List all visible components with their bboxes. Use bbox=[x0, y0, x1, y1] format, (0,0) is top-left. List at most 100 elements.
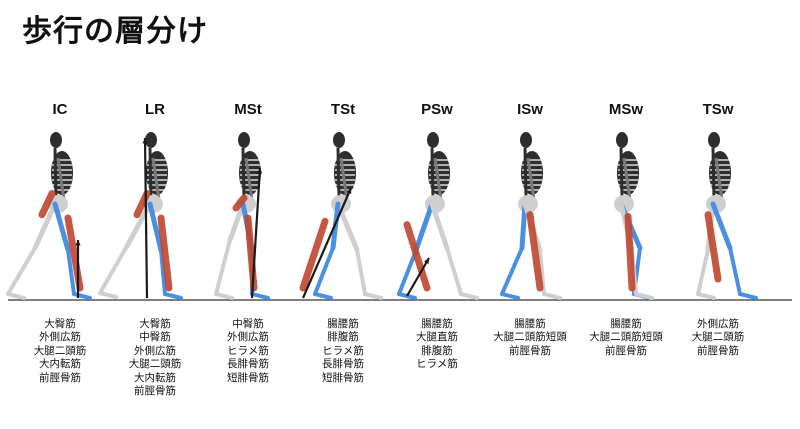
muscle-name: 前脛骨筋 bbox=[10, 372, 110, 385]
spine bbox=[432, 148, 433, 198]
skeleton-figure-isw bbox=[502, 132, 560, 298]
phase-label-psw: PSw bbox=[397, 101, 477, 118]
muscle-name: 短腓骨筋 bbox=[293, 372, 393, 385]
spine bbox=[150, 148, 151, 198]
back-foot bbox=[698, 294, 714, 298]
muscle-list-ic: 大臀筋外側広筋大腿二頭筋大内転筋前脛骨筋 bbox=[10, 318, 110, 385]
skull bbox=[427, 132, 439, 148]
skull bbox=[616, 132, 628, 148]
front-shank bbox=[730, 248, 740, 294]
back-foot bbox=[216, 294, 232, 298]
skull bbox=[708, 132, 720, 148]
phase-label-tsw: TSw bbox=[678, 101, 758, 118]
back-shank bbox=[357, 250, 365, 294]
muscle-list-isw: 腸腰筋大腿二頭筋短頭前脛骨筋 bbox=[480, 318, 580, 358]
spine bbox=[713, 148, 714, 198]
back-shank bbox=[698, 250, 708, 294]
muscle-name: 外側広筋 bbox=[10, 331, 110, 344]
muscle-name: 大腿二頭筋 bbox=[10, 345, 110, 358]
back-foot bbox=[365, 294, 381, 298]
muscle-name: 腓腹筋 bbox=[293, 331, 393, 344]
back-shank bbox=[100, 246, 127, 293]
front-foot bbox=[544, 294, 560, 298]
front-foot bbox=[74, 294, 90, 298]
skeleton-figure-ic bbox=[8, 132, 90, 298]
front-shank bbox=[447, 248, 461, 294]
muscle-list-mst: 中臀筋外側広筋ヒラメ筋長腓骨筋短腓骨筋 bbox=[198, 318, 298, 385]
spine bbox=[621, 148, 622, 198]
muscle-name: 大臀筋 bbox=[10, 318, 110, 331]
front-foot bbox=[461, 294, 477, 298]
skull bbox=[520, 132, 532, 148]
muscle-name: 外側広筋 bbox=[198, 331, 298, 344]
back-foot bbox=[502, 294, 518, 298]
front-foot bbox=[315, 294, 331, 298]
skull bbox=[333, 132, 345, 148]
skeleton-figure-psw bbox=[399, 132, 477, 298]
muscle-list-tsw: 外側広筋大腿二頭筋前脛骨筋 bbox=[668, 318, 768, 358]
back-foot bbox=[8, 294, 24, 298]
muscle-name: 大腿二頭筋 bbox=[105, 358, 205, 371]
front-foot bbox=[636, 294, 652, 298]
muscle-name: 前脛骨筋 bbox=[105, 385, 205, 398]
phase-label-msw: MSw bbox=[586, 101, 666, 118]
back-shank bbox=[8, 248, 35, 294]
spine bbox=[243, 148, 244, 198]
back-shank bbox=[502, 248, 522, 294]
back-thigh bbox=[415, 204, 432, 253]
muscle-name: 長腓骨筋 bbox=[293, 358, 393, 371]
front-foot bbox=[165, 294, 181, 298]
muscle-name: ヒラメ筋 bbox=[293, 345, 393, 358]
skeleton-figure-lr bbox=[100, 132, 181, 298]
back-foot bbox=[100, 293, 116, 297]
muscle-name: 腸腰筋 bbox=[387, 318, 487, 331]
muscle-list-tst: 腸腰筋腓腹筋ヒラメ筋長腓骨筋短腓骨筋 bbox=[293, 318, 393, 385]
muscle-name: 大腿二頭筋 bbox=[668, 331, 768, 344]
phase-label-mst: MSt bbox=[208, 101, 288, 118]
muscle-name: 腸腰筋 bbox=[480, 318, 580, 331]
muscle-name: 大腿直筋 bbox=[387, 331, 487, 344]
skeleton-figure-tsw bbox=[698, 132, 756, 298]
phase-label-tst: TSt bbox=[303, 101, 383, 118]
muscle-name: 中臀筋 bbox=[198, 318, 298, 331]
back-shank bbox=[216, 240, 230, 294]
force-arrowhead bbox=[75, 240, 80, 245]
skull bbox=[50, 132, 62, 148]
skull bbox=[145, 132, 157, 148]
spine bbox=[55, 148, 56, 198]
spine bbox=[338, 148, 339, 198]
muscle-name: 腸腰筋 bbox=[576, 318, 676, 331]
front-foot bbox=[740, 294, 756, 298]
muscle-name: 腓腹筋 bbox=[387, 345, 487, 358]
muscle-name: 大腿二頭筋短頭 bbox=[576, 331, 676, 344]
phase-label-ic: IC bbox=[20, 101, 100, 118]
active-muscle bbox=[708, 215, 718, 279]
muscle-name: ヒラメ筋 bbox=[387, 358, 487, 371]
skull bbox=[238, 132, 250, 148]
muscle-name: 外側広筋 bbox=[668, 318, 768, 331]
front-shank bbox=[315, 248, 333, 294]
skeleton-figure-tst bbox=[303, 132, 381, 298]
muscle-name: ヒラメ筋 bbox=[198, 345, 298, 358]
muscle-name: 大内転筋 bbox=[105, 372, 205, 385]
muscle-name: 短腓骨筋 bbox=[198, 372, 298, 385]
spine bbox=[525, 148, 526, 198]
skeleton-figure-mst bbox=[216, 132, 268, 298]
muscle-name: 大内転筋 bbox=[10, 358, 110, 371]
active-muscle bbox=[628, 216, 632, 288]
skeleton-figure-msw bbox=[614, 132, 652, 298]
muscle-name: 腸腰筋 bbox=[293, 318, 393, 331]
muscle-name: 長腓骨筋 bbox=[198, 358, 298, 371]
muscle-list-msw: 腸腰筋大腿二頭筋短頭前脛骨筋 bbox=[576, 318, 676, 358]
muscle-name: 前脛骨筋 bbox=[576, 345, 676, 358]
front-foot bbox=[252, 294, 268, 298]
active-muscle bbox=[530, 215, 540, 288]
muscle-name: 大腿二頭筋短頭 bbox=[480, 331, 580, 344]
force-vector-arrow bbox=[303, 188, 351, 298]
muscle-name: 中臀筋 bbox=[105, 331, 205, 344]
muscle-name: 前脛骨筋 bbox=[480, 345, 580, 358]
phase-label-isw: ISw bbox=[490, 101, 570, 118]
phase-label-lr: LR bbox=[115, 101, 195, 118]
muscle-list-lr: 大臀筋中臀筋外側広筋大腿二頭筋大内転筋前脛骨筋 bbox=[105, 318, 205, 398]
muscle-name: 前脛骨筋 bbox=[668, 345, 768, 358]
